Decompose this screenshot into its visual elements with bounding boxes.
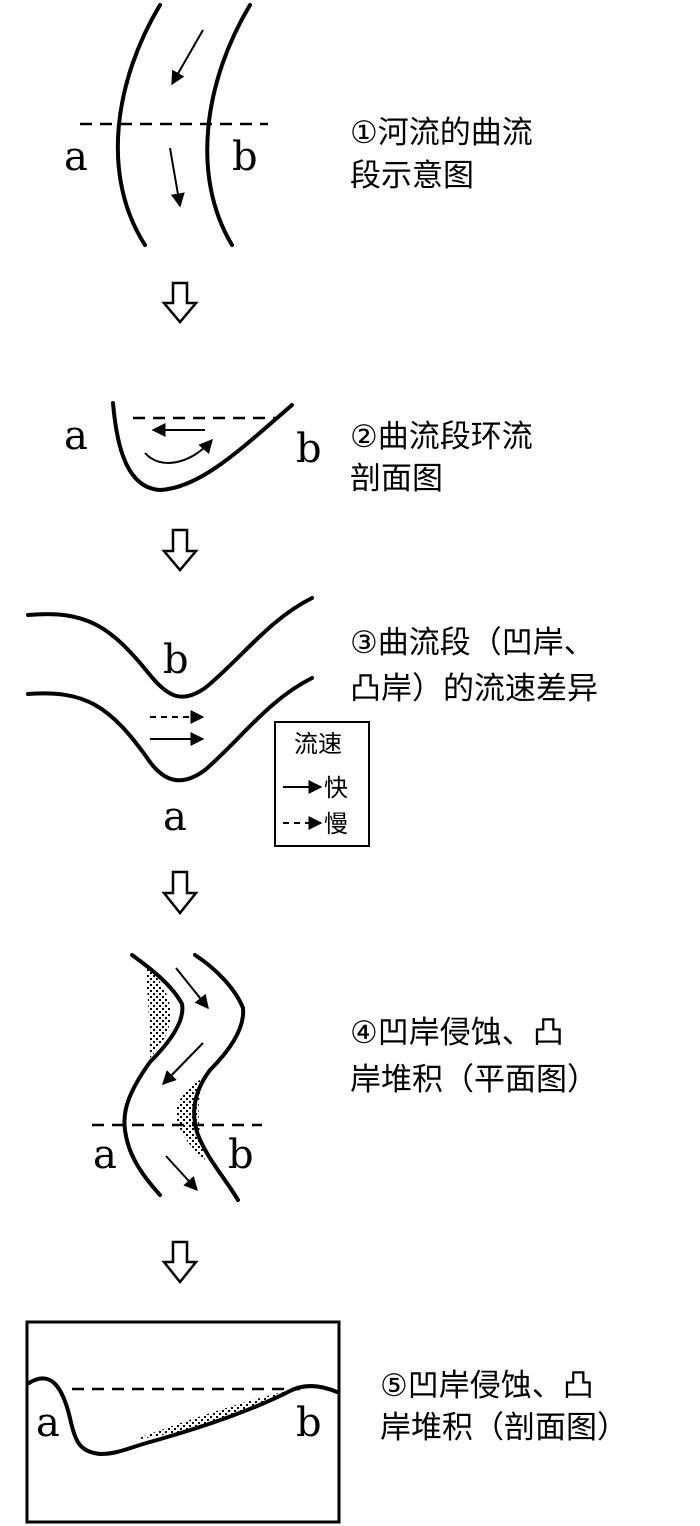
step3-velocity-diagram: b a 流速 快 慢 ③曲流段（凹岸、 凸岸）的流速差异 xyxy=(26,596,598,847)
step1-label-b: b xyxy=(232,134,258,180)
step4-left-bank xyxy=(122,953,185,1197)
step4-flow-arrow-lower xyxy=(165,1155,198,1192)
down-arrow-icon xyxy=(161,281,199,324)
legend-slow-label: 慢 xyxy=(324,810,348,838)
step2-bottom-flow-arrow xyxy=(144,438,213,464)
down-arrow-icon xyxy=(161,1240,199,1285)
down-arrow-icon xyxy=(161,870,199,916)
step3-caption-line2: 凸岸）的流速差异 xyxy=(350,671,598,707)
step4-right-bank xyxy=(192,953,246,1202)
step1-meander-plan: a b ①河流的曲流 段示意图 xyxy=(64,3,533,247)
step4-meander-plan: a b ④凹岸侵蚀、凸 岸堆积（平面图） xyxy=(92,953,598,1202)
step1-right-bank xyxy=(205,3,252,247)
step3-caption-line1: ③曲流段（凹岸、 xyxy=(350,625,595,661)
step4-flow-arrow-upper xyxy=(175,967,209,1010)
legend-fast-label: 快 xyxy=(324,774,348,802)
step2-caption-line2: 剖面图 xyxy=(350,461,443,497)
step4-label-b: b xyxy=(228,1132,254,1178)
down-arrow-icon xyxy=(161,528,199,572)
step3-label-a: a xyxy=(163,794,187,840)
step1-caption-line1: ①河流的曲流 xyxy=(350,115,533,151)
step4-upper-deposit xyxy=(145,963,171,1058)
step4-caption-line2: 岸堆积（平面图） xyxy=(350,1062,598,1098)
step2-channel-profile xyxy=(111,401,294,492)
step1-left-bank xyxy=(115,3,162,247)
step5-cross-section: a b ⑤凹岸侵蚀、凸 岸堆积（剖面图） xyxy=(25,1320,628,1524)
step5-caption-line1: ⑤凹岸侵蚀、凸 xyxy=(380,1368,594,1404)
step4-lower-deposit xyxy=(176,1078,205,1160)
step2-cross-section: a b ②曲流段环流 剖面图 xyxy=(64,401,533,497)
step4-flow-arrow-middle xyxy=(162,1042,204,1086)
step5-caption-line2: 岸堆积（剖面图） xyxy=(380,1410,628,1446)
step1-label-a: a xyxy=(64,134,88,180)
step5-deposit xyxy=(133,1390,290,1440)
step5-label-a: a xyxy=(36,1400,60,1446)
step4-caption-line1: ④凹岸侵蚀、凸 xyxy=(350,1015,564,1051)
step5-label-b: b xyxy=(296,1400,322,1446)
step3-lower-bank xyxy=(26,676,314,783)
step2-caption-line1: ②曲流段环流 xyxy=(350,419,533,455)
step5-frame xyxy=(25,1320,341,1524)
step4-label-a: a xyxy=(93,1132,117,1178)
legend-title: 流速 xyxy=(294,730,342,758)
step2-label-b: b xyxy=(296,426,322,472)
step1-flow-arrow-lower xyxy=(169,147,185,208)
step2-label-a: a xyxy=(64,413,88,459)
step3-legend: 流速 快 慢 xyxy=(274,721,370,847)
step5-channel-profile xyxy=(27,1376,339,1456)
step3-label-b: b xyxy=(163,637,189,683)
step3-upper-bank xyxy=(26,596,314,699)
step1-caption-line2: 段示意图 xyxy=(350,158,474,194)
step1-flow-arrow-upper xyxy=(171,29,204,86)
